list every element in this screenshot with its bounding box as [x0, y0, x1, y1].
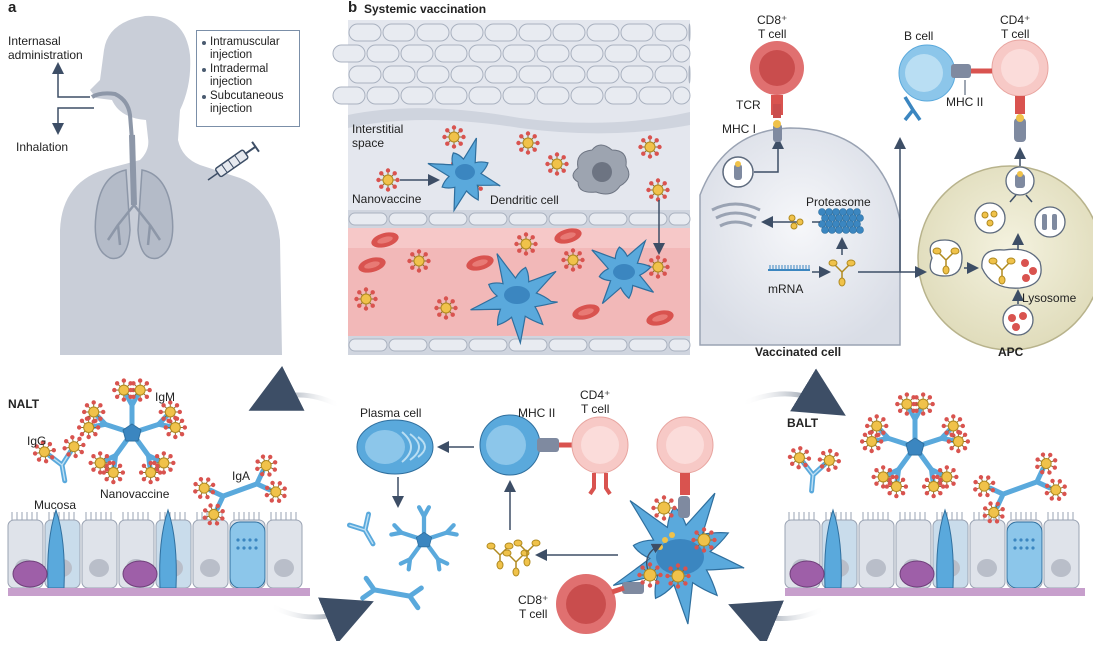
nanovaccine-particle [376, 168, 399, 191]
arc-arrow-topright [742, 394, 833, 408]
cd4-mid-label: CD4⁺ T cell [580, 388, 610, 416]
nanovaccine-particle [969, 471, 999, 501]
tcr-label: TCR [736, 98, 761, 112]
vaccinated-cell-label: Vaccinated cell [755, 345, 841, 359]
antibody-iga [363, 578, 422, 607]
nanovaccine-particle [1041, 475, 1071, 505]
dendritic-cell-large [613, 493, 744, 624]
nanovaccine-particle [911, 392, 934, 415]
nanovaccine-particle [354, 287, 377, 310]
secreted-antibodies [349, 507, 456, 607]
nanovaccine-particle [691, 527, 716, 552]
balt-epithelium [785, 510, 1085, 596]
nanovaccine-bottom-label: Nanovaccine [100, 487, 169, 501]
antibody-iga [969, 449, 1071, 528]
admin-arrows [58, 65, 94, 132]
mhc1-label: MHC I [722, 122, 756, 136]
dendritic-cell-label: Dendritic cell [490, 193, 559, 207]
mhc2-label: MHC II [518, 406, 555, 420]
nanovaccine-particle [646, 178, 669, 201]
nanovaccine-particle [434, 296, 457, 319]
nanovaccine-particle [638, 135, 661, 158]
nanovaccine-particle [261, 477, 291, 507]
nanovaccine-particle [922, 475, 945, 498]
nalt-label: NALT [8, 397, 39, 411]
nanovaccine-particle [442, 125, 465, 148]
antibody-igg [349, 514, 382, 549]
nanovaccine-particle [407, 249, 430, 272]
apc-label: APC [998, 345, 1023, 359]
cd8-top-label: CD8⁺ T cell [757, 13, 787, 41]
nanovaccine-particle [164, 416, 187, 439]
lysosome-label: Lysosome [1022, 291, 1076, 305]
nanovaccine-particle [545, 152, 568, 175]
nanovaccine-particle [88, 451, 111, 474]
nanovaccine-particle [871, 465, 894, 488]
mucosa-label: Mucosa [34, 498, 76, 512]
inhalation-label: Inhalation [16, 140, 68, 154]
cd4-top-label: CD4⁺ T cell [1000, 13, 1030, 41]
balt-label: BALT [787, 416, 818, 430]
b-cell-label: B cell [904, 29, 933, 43]
vaccinated-cell [700, 120, 900, 345]
proteasome-label: Proteasome [806, 195, 871, 209]
igg-label: IgG [27, 434, 46, 448]
nanovaccine-particle [865, 414, 888, 437]
cd4-t-cell-mid [572, 417, 628, 494]
mrna-label: mRNA [768, 282, 803, 296]
cd4-t-cell-right [657, 417, 713, 495]
nanovaccine-particle [516, 131, 539, 154]
nanovaccine-particle [82, 400, 105, 423]
nanovaccine-particle [651, 495, 676, 520]
apc-cell [918, 114, 1093, 350]
antigen-peptides [487, 540, 540, 576]
nanovaccine-particle [1031, 449, 1061, 479]
nanovaccine-label: Nanovaccine [352, 192, 421, 206]
nanovaccine-particle [251, 451, 281, 481]
cd4-t-cell-top [992, 40, 1048, 114]
panel-b-title: Systemic vaccination [364, 2, 486, 16]
antigen-protein [514, 540, 540, 566]
nanovaccine-particle [947, 430, 970, 453]
nanovaccine-particle [139, 461, 162, 484]
nanovaccine-particle [189, 473, 219, 503]
cd8-t-cell-bottom [556, 574, 624, 634]
plasma-cell [357, 420, 433, 505]
interstitial-label: Interstitial space [352, 122, 403, 150]
cd8-bottom-label: CD8⁺ T cell [518, 593, 548, 621]
nanovaccine-particle [60, 433, 87, 460]
arc-arrow-topleft [262, 395, 340, 406]
nanovaccine-particle [637, 562, 662, 587]
nanovaccine-particle [561, 248, 584, 271]
balt-antibodies [785, 392, 1071, 527]
panel-label-a: a [8, 0, 16, 16]
mhc2-top-label: MHC II [946, 95, 983, 109]
panel-label-b: b [348, 0, 357, 16]
antibody-igg [785, 445, 842, 493]
arc-arrow-bottomright [742, 608, 825, 619]
nalt-epithelium [8, 510, 310, 596]
plasma-cell-label: Plasma cell [360, 406, 421, 420]
internasal-label: Internasal administration [8, 34, 83, 62]
nanovaccine-particle [665, 563, 690, 588]
igm-label: IgM [155, 390, 175, 404]
route-item: Subcutaneous injection [201, 90, 295, 116]
iga-label: IgA [232, 469, 250, 483]
arc-arrow-bottomleft [270, 605, 360, 617]
antibody-igm [391, 507, 456, 569]
route-item: Intradermal injection [201, 63, 295, 89]
antibody-igm [860, 392, 970, 498]
route-item: Intramuscular injection [201, 36, 295, 62]
nanovaccine-particle [514, 232, 537, 255]
nanovaccine-particle [128, 378, 151, 401]
b-cell-mid [480, 415, 578, 475]
routes-box: Intramuscular injection Intradermal inje… [196, 30, 300, 127]
